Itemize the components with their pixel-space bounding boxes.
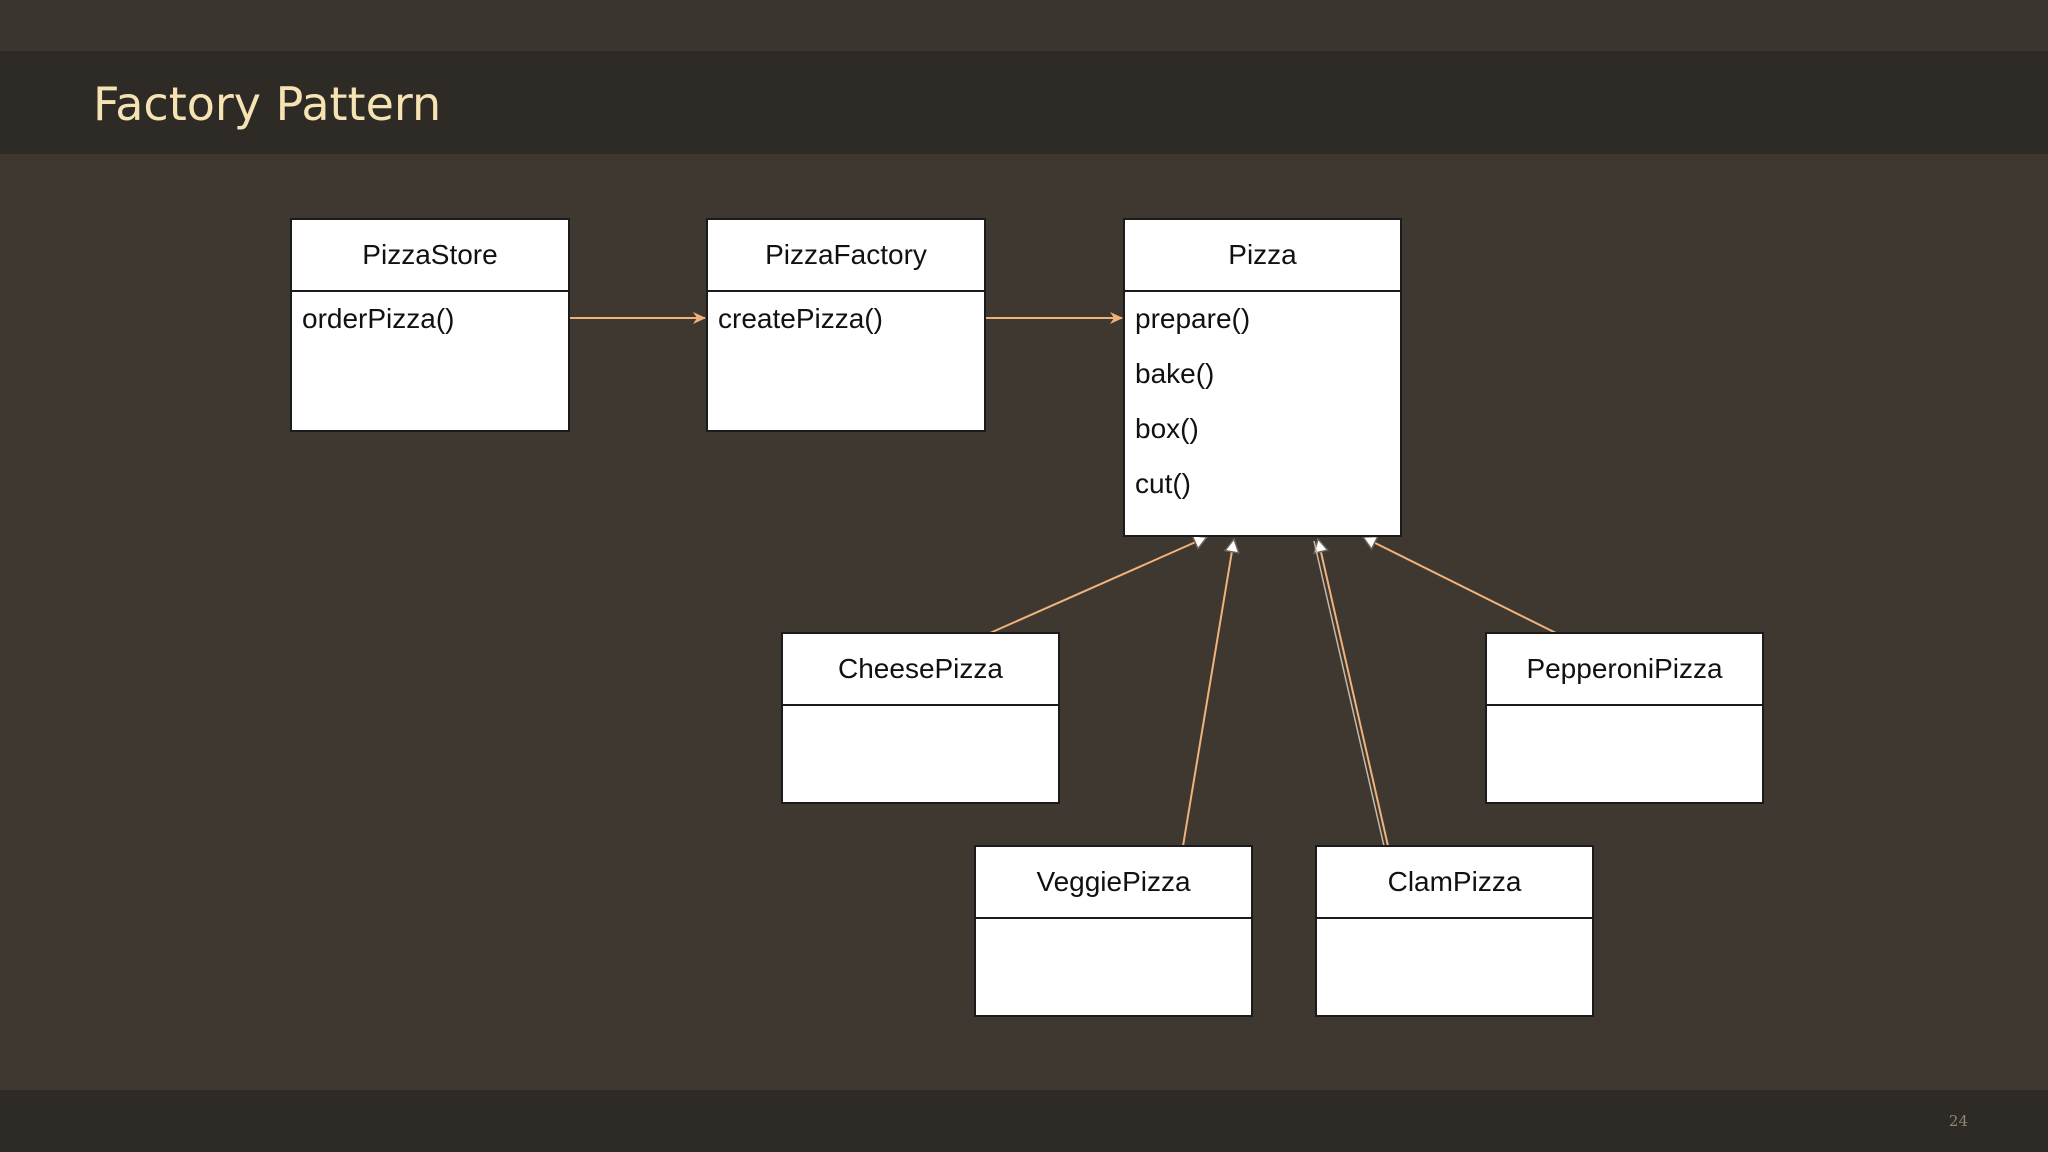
method-bake: bake() (1135, 358, 1215, 389)
class-name: CheesePizza (783, 634, 1058, 706)
method-cut: cut() (1135, 468, 1191, 499)
class-cheese-pizza[interactable]: CheesePizza (781, 632, 1060, 804)
class-name: Pizza (1125, 220, 1400, 292)
method-list: createPizza() (708, 292, 984, 357)
inheritance-cheese-pizza (989, 537, 1207, 634)
inheritance-veggie-pizza (1182, 539, 1234, 847)
method-box: box() (1135, 413, 1199, 444)
class-name: PizzaFactory (708, 220, 984, 292)
footer-bar: 24 (0, 1090, 2048, 1152)
method-prepare: prepare() (1135, 303, 1251, 334)
method-list: prepare() bake() box() cut() (1125, 292, 1400, 522)
class-clam-pizza[interactable]: ClamPizza (1315, 845, 1594, 1017)
slide-title: Factory Pattern (93, 77, 442, 131)
class-veggie-pizza[interactable]: VeggiePizza (974, 845, 1253, 1017)
page-number: 24 (1948, 1112, 1968, 1130)
class-pizza-factory[interactable]: PizzaFactory createPizza() (706, 218, 986, 432)
method-order-pizza: orderPizza() (302, 303, 455, 334)
inheritance-pepperoni-pizza (1363, 537, 1557, 634)
class-pizza[interactable]: Pizza prepare() bake() box() cut() (1123, 218, 1402, 537)
class-pepperoni-pizza[interactable]: PepperoniPizza (1485, 632, 1764, 804)
class-name: ClamPizza (1317, 847, 1592, 919)
method-list: orderPizza() (292, 292, 568, 357)
class-pizza-store[interactable]: PizzaStore orderPizza() (290, 218, 570, 432)
method-create-pizza: createPizza() (718, 303, 883, 334)
top-strip (0, 0, 2048, 51)
class-name: PizzaStore (292, 220, 568, 292)
inheritance-clam-pizza-shadow (1313, 540, 1385, 847)
class-name: VeggiePizza (976, 847, 1251, 919)
title-bar (0, 51, 2048, 154)
inheritance-clam-pizza (1318, 539, 1389, 847)
class-name: PepperoniPizza (1487, 634, 1762, 706)
